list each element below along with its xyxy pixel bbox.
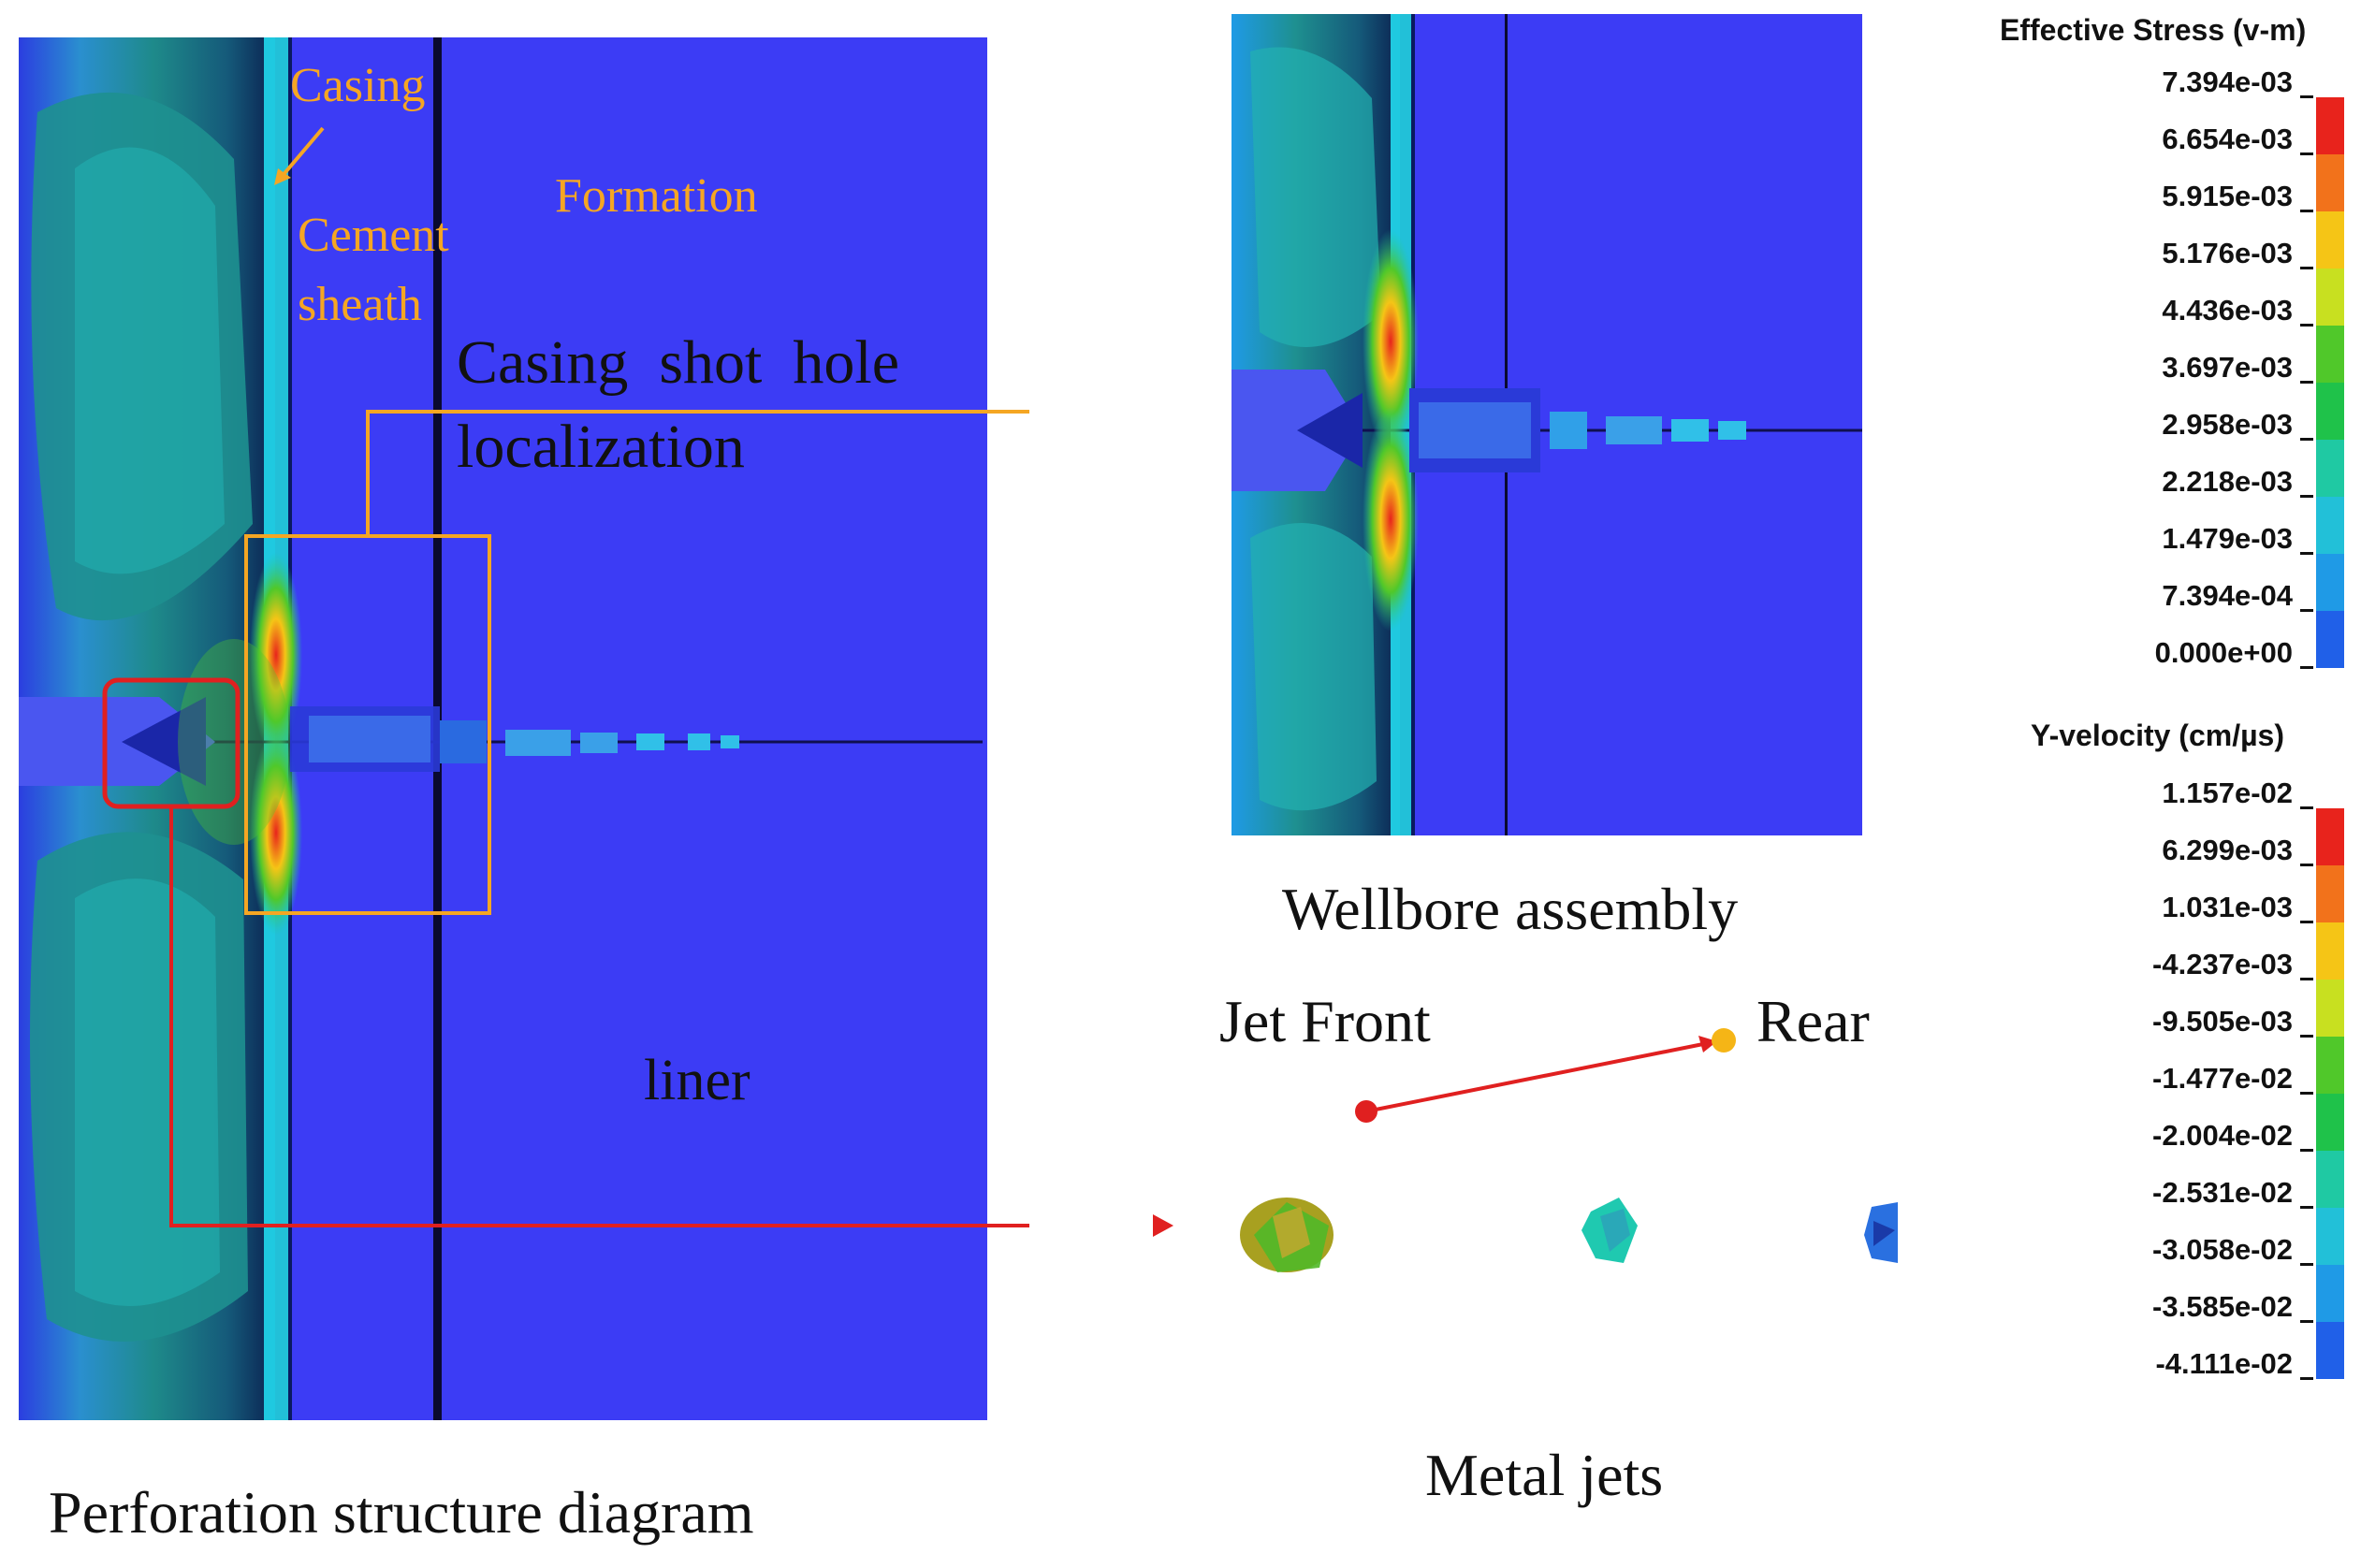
velocity-legend-value-1: 6.299e-03	[2162, 834, 2293, 866]
stress-legend-value-3: 5.176e-03	[2162, 237, 2293, 269]
shot-hole-label-line2: localization	[457, 413, 745, 481]
stress-legend-swatch-0	[2316, 97, 2344, 154]
stress-legend-swatch-7	[2316, 497, 2344, 554]
stress-legend-tick-7	[2300, 495, 2313, 498]
stress-legend-value-9: 7.394e-04	[2162, 579, 2293, 612]
stress-concentration-upper	[250, 552, 302, 758]
stress-legend-value-10: 0.000e+00	[2154, 636, 2293, 669]
velocity-legend-tick-0	[2300, 806, 2313, 809]
stress-legend-value-4: 4.436e-03	[2162, 294, 2293, 327]
velocity-legend-tick-3	[2300, 978, 2313, 980]
velocity-legend-tick-10	[2300, 1377, 2313, 1380]
velocity-legend-title: Y-velocity (cm/µs)	[2031, 719, 2284, 752]
rear-label: Rear	[1756, 988, 1870, 1054]
velocity-legend-swatch-2	[2316, 922, 2344, 980]
jet-connector	[169, 806, 1029, 1227]
stress-legend-value-1: 6.654e-03	[2162, 123, 2293, 155]
formation-label: Formation	[555, 169, 758, 223]
stress-legend-value-6: 2.958e-03	[2162, 408, 2293, 441]
caption-wellbore-assembly: Wellbore assembly	[1282, 876, 1739, 942]
jet-arrowhead	[1153, 1214, 1173, 1237]
jet-particle-rear	[1864, 1202, 1898, 1263]
velocity-legend-tick-6	[2300, 1149, 2313, 1152]
velocity-legend-value-3: -4.237e-03	[2152, 948, 2293, 980]
velocity-legend-tick-8	[2300, 1263, 2313, 1266]
velocity-legend-value-7: -2.531e-02	[2152, 1176, 2293, 1209]
rear-dot	[1712, 1028, 1736, 1053]
stress-legend-tick-3	[2300, 267, 2313, 269]
jet-particle-front	[1240, 1198, 1334, 1272]
jet-fragments	[290, 706, 739, 772]
stress-legend-swatch-1	[2316, 154, 2344, 211]
cement-label-line2: sheath	[298, 278, 422, 331]
stress-legend-swatch-2	[2316, 211, 2344, 269]
velocity-legend-swatch-4	[2316, 1037, 2344, 1094]
stress-legend-value-2: 5.915e-03	[2162, 180, 2293, 212]
casing-pointer	[279, 126, 325, 180]
velocity-legend-swatch-3	[2316, 980, 2344, 1037]
velocity-legend-swatch-5	[2316, 1094, 2344, 1151]
stress-legend-tick-5	[2300, 381, 2313, 384]
velocity-legend-swatch-1	[2316, 865, 2344, 922]
velocity-legend-swatch-0	[2316, 808, 2344, 865]
velocity-legend-swatch-9	[2316, 1322, 2344, 1379]
velocity-legend-swatch-6	[2316, 1151, 2344, 1208]
liner-label: liner	[644, 1049, 751, 1112]
stress-legend-tick-2	[2300, 210, 2313, 212]
stress-legend-swatch-6	[2316, 440, 2344, 497]
velocity-legend-tick-7	[2300, 1206, 2313, 1209]
stress-legend-tick-1	[2300, 152, 2313, 155]
stress-legend-tick-8	[2300, 552, 2313, 555]
stress-legend-swatch-4	[2316, 326, 2344, 383]
velocity-legend-value-9: -3.585e-02	[2152, 1290, 2293, 1323]
liner-cone	[122, 697, 206, 786]
velocity-legend-swatch-7	[2316, 1208, 2344, 1265]
stress-legend-title: Effective Stress (v-m)	[2000, 13, 2307, 47]
stress-legend-tick-4	[2300, 324, 2313, 327]
stress-legend-swatch-3	[2316, 269, 2344, 326]
localization-connector	[366, 410, 1029, 536]
velocity-legend-tick-9	[2300, 1320, 2313, 1323]
stress-legend-value-5: 3.697e-03	[2162, 351, 2293, 384]
shot-hole-label-line1: Casing shot hole	[457, 328, 899, 397]
stress-concentration-lower	[250, 730, 302, 936]
stress-legend-value-7: 2.218e-03	[2162, 465, 2293, 498]
stress-legend-tick-10	[2300, 666, 2313, 669]
cement-label-line1: Cement	[298, 209, 449, 262]
jet-front-dot	[1355, 1100, 1377, 1123]
velocity-legend-tick-5	[2300, 1092, 2313, 1095]
jet-front-label: Jet Front	[1219, 988, 1431, 1054]
caption-metal-jets: Metal jets	[1425, 1442, 1664, 1508]
stress-legend-value-0: 7.394e-03	[2162, 65, 2293, 98]
velocity-legend-value-2: 1.031e-03	[2162, 891, 2293, 923]
stress-legend-tick-9	[2300, 609, 2313, 612]
stress-legend-tick-0	[2300, 95, 2313, 98]
velocity-legend-value-6: -2.004e-02	[2152, 1119, 2293, 1152]
velocity-legend-value-0: 1.157e-02	[2162, 777, 2293, 809]
front-to-rear-arrow	[1365, 1041, 1709, 1113]
velocity-legend-value-10: -4.111e-02	[2155, 1347, 2293, 1380]
velocity-legend-value-8: -3.058e-02	[2152, 1233, 2293, 1266]
jet-particle-middle	[1581, 1198, 1638, 1263]
velocity-legend-value-4: -9.505e-03	[2152, 1005, 2293, 1038]
stress-legend-value-8: 1.479e-03	[2162, 522, 2293, 555]
casing-label: Casing	[290, 59, 426, 112]
velocity-legend-tick-2	[2300, 921, 2313, 923]
velocity-legend-tick-4	[2300, 1035, 2313, 1038]
stress-legend-tick-6	[2300, 438, 2313, 441]
velocity-legend-value-5: -1.477e-02	[2152, 1062, 2293, 1095]
velocity-legend-swatch-8	[2316, 1265, 2344, 1322]
caption-perforation-structure: Perforation structure diagram	[49, 1479, 754, 1546]
perforation-structure-panel	[19, 37, 1029, 1420]
metal-jets-panel	[1240, 1028, 1898, 1272]
stress-legend: 7.394e-03 6.654e-03 5.915e-03 5.176e-03 4.43…	[2087, 65, 2358, 681]
velocity-legend: 1.157e-02 6.299e-03 1.031e-03 -4.237e-03 -9.…	[2087, 777, 2358, 1392]
velocity-legend-tick-1	[2300, 864, 2313, 866]
wellbore-assembly-panel	[1232, 14, 1862, 835]
stress-legend-swatch-8	[2316, 554, 2344, 611]
stress-legend-swatch-5	[2316, 383, 2344, 440]
stress-legend-swatch-9	[2316, 611, 2344, 668]
